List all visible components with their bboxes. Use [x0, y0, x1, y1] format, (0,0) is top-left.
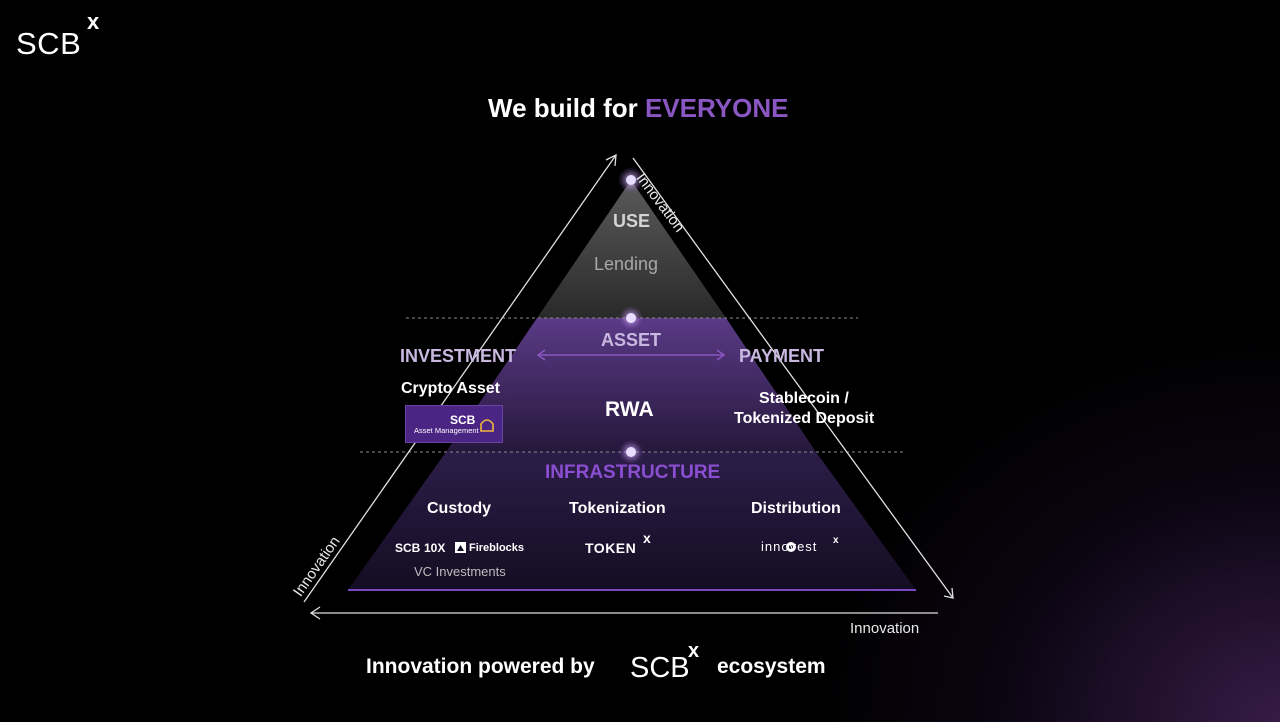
footer-scbx-logo-x: x [688, 640, 700, 662]
footer-suffix: ecosystem [717, 655, 826, 678]
arrow-bottom-head [309, 606, 321, 620]
arrow-left-head [605, 153, 617, 167]
tier-asset-title: ASSET [601, 330, 662, 350]
arrow-right-edge [632, 157, 954, 599]
infra-custody-label: Custody [427, 500, 491, 517]
distribution-logo-x: x [833, 535, 839, 546]
asset-tokenized-deposit: Tokenized Deposit [734, 410, 875, 427]
tokenization-logo: TOKEN [585, 540, 637, 556]
infra-distribution-label: Distribution [751, 500, 841, 517]
arrow-right-head [943, 587, 954, 599]
tier-use-title: USE [613, 211, 651, 231]
innovation-arrows [303, 153, 954, 620]
asset-crypto-asset: Crypto Asset [401, 380, 500, 397]
headline-prefix: We build for [488, 93, 645, 123]
asset-stablecoin: Stablecoin / [759, 390, 849, 407]
asset-payment-label: PAYMENT [739, 346, 825, 366]
footer-prefix: Innovation powered by [366, 655, 595, 678]
infra-tokenization-label: Tokenization [569, 500, 666, 517]
custody-vc-note: VC Investments [414, 564, 506, 579]
asset-investment-label: INVESTMENT [400, 346, 517, 366]
axis-label-bottom: Innovation [850, 620, 920, 637]
tier-asset [446, 318, 816, 452]
footer-scbx-logo: SCB [630, 652, 690, 684]
custody-logo-10x: 10X [424, 541, 446, 555]
asset-double-arrow [536, 349, 726, 361]
asset-rwa: RWA [605, 398, 654, 421]
headline: We build for EVERYONE [488, 93, 788, 124]
distribution-logo: innovest [761, 539, 818, 554]
badge-name: SCB [450, 413, 476, 427]
custody-logo-scb: SCB [395, 541, 421, 555]
dot-top [626, 175, 636, 185]
tier-use [537, 180, 726, 318]
arrow-left-edge [303, 154, 617, 603]
scb-asset-management-badge: SCB Asset Management [405, 405, 503, 443]
headline-accent: EVERYONE [644, 93, 789, 123]
dot-bottom [626, 447, 636, 457]
tier-use-item: Lending [594, 254, 659, 274]
tier-infrastructure-title: INFRASTRUCTURE [545, 462, 721, 483]
tier-infrastructure [348, 452, 916, 590]
scb-emblem-icon [480, 419, 494, 432]
dot-mid [626, 313, 636, 323]
tokenization-logo-x: x [643, 530, 651, 546]
scbx-logo-x: x [87, 9, 100, 34]
scbx-logo: SCB [16, 26, 82, 61]
custody-logo-fireblocks: Fireblocks [469, 542, 525, 554]
badge-sub: Asset Management [414, 426, 479, 435]
